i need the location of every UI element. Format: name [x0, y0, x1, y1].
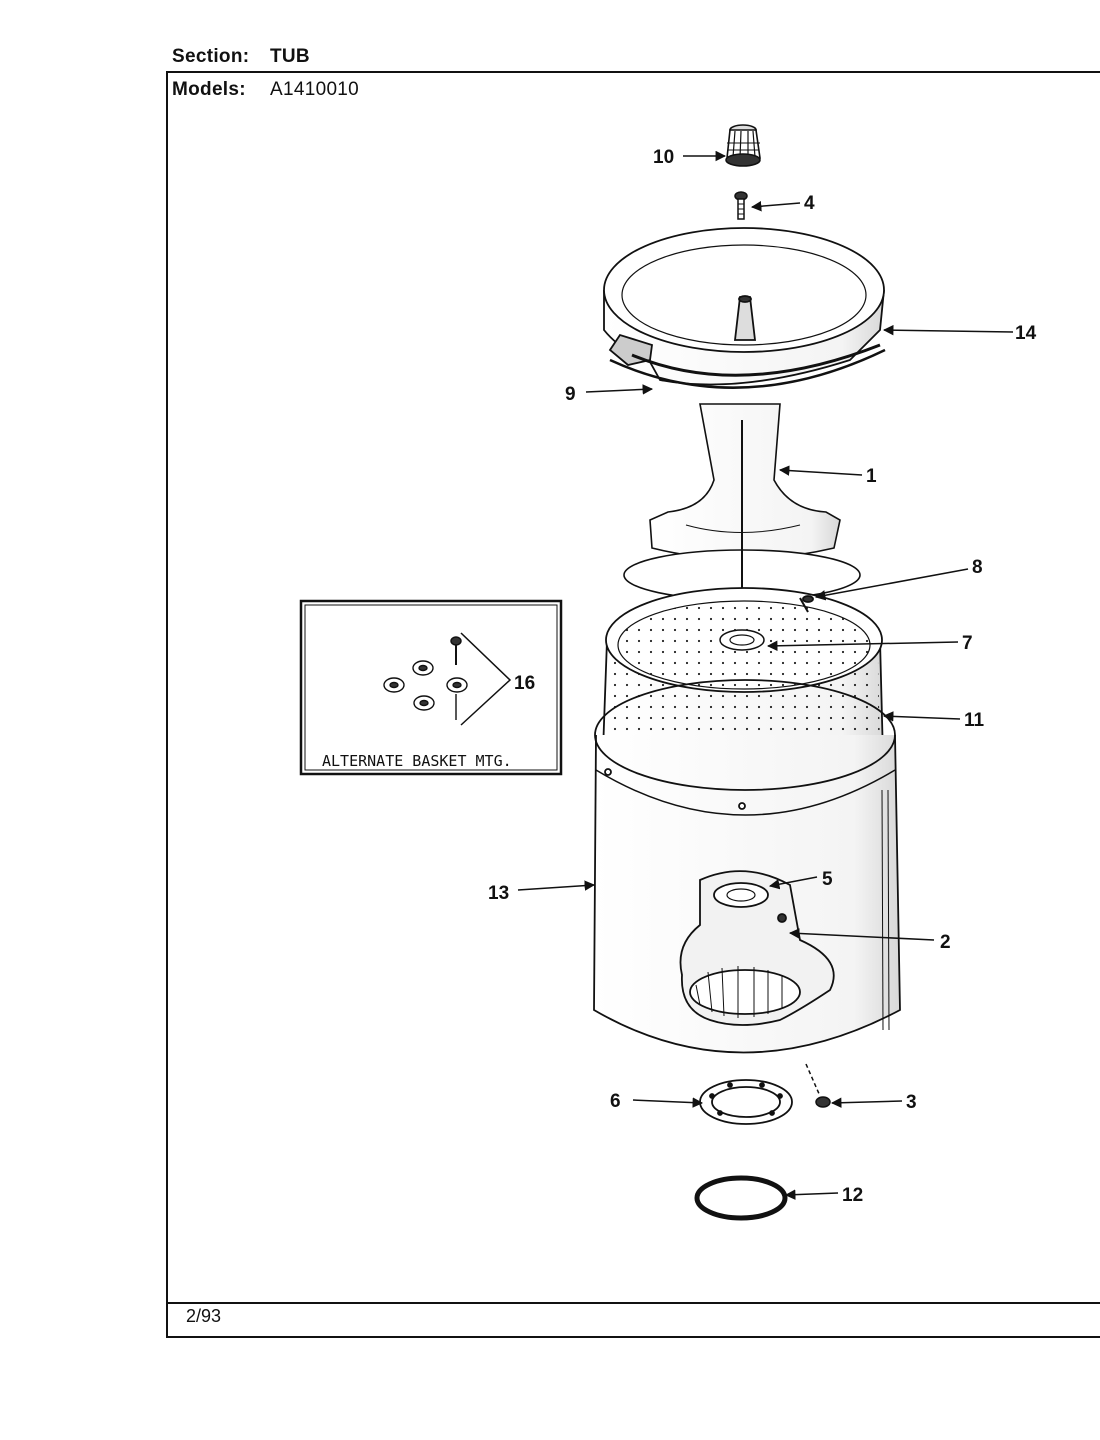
callout-16: 16	[514, 673, 535, 694]
callout-12: 12	[842, 1185, 863, 1206]
alternate-basket-inset	[299, 599, 563, 776]
diagram-frame	[166, 71, 1100, 1338]
leader-lines	[517, 150, 1014, 1200]
section-label: Section:	[172, 46, 250, 67]
o-ring	[694, 1175, 788, 1221]
callout-2: 2	[940, 932, 951, 953]
tub-ring	[603, 227, 886, 389]
inset-caption: ALTERNATE BASKET MTG.	[322, 752, 512, 770]
callout-5: 5	[822, 869, 833, 890]
models-label: Models:	[172, 79, 246, 100]
callout-8: 8	[972, 557, 983, 578]
callout-14: 14	[1015, 323, 1037, 344]
callout-6: 6	[610, 1091, 621, 1112]
callout-10: 10	[653, 147, 674, 168]
agitator	[623, 403, 861, 602]
footer-divider	[166, 1302, 1100, 1304]
models-value: A1410010	[270, 79, 360, 100]
callout-9: 9	[565, 384, 576, 405]
agitator-bolt	[734, 191, 748, 220]
section-value: TUB	[270, 46, 310, 67]
outer-tub	[593, 679, 901, 1054]
revision-date: 2/93	[186, 1306, 222, 1326]
mounting-bolt	[805, 1063, 831, 1108]
callout-11: 11	[964, 710, 985, 731]
agitator-cap	[725, 124, 761, 167]
callout-3: 3	[906, 1092, 917, 1113]
hub-gasket	[699, 1079, 793, 1125]
callout-7: 7	[962, 633, 973, 654]
callout-13: 13	[488, 883, 509, 904]
callout-4: 4	[804, 193, 815, 214]
callout-1: 1	[866, 466, 877, 487]
